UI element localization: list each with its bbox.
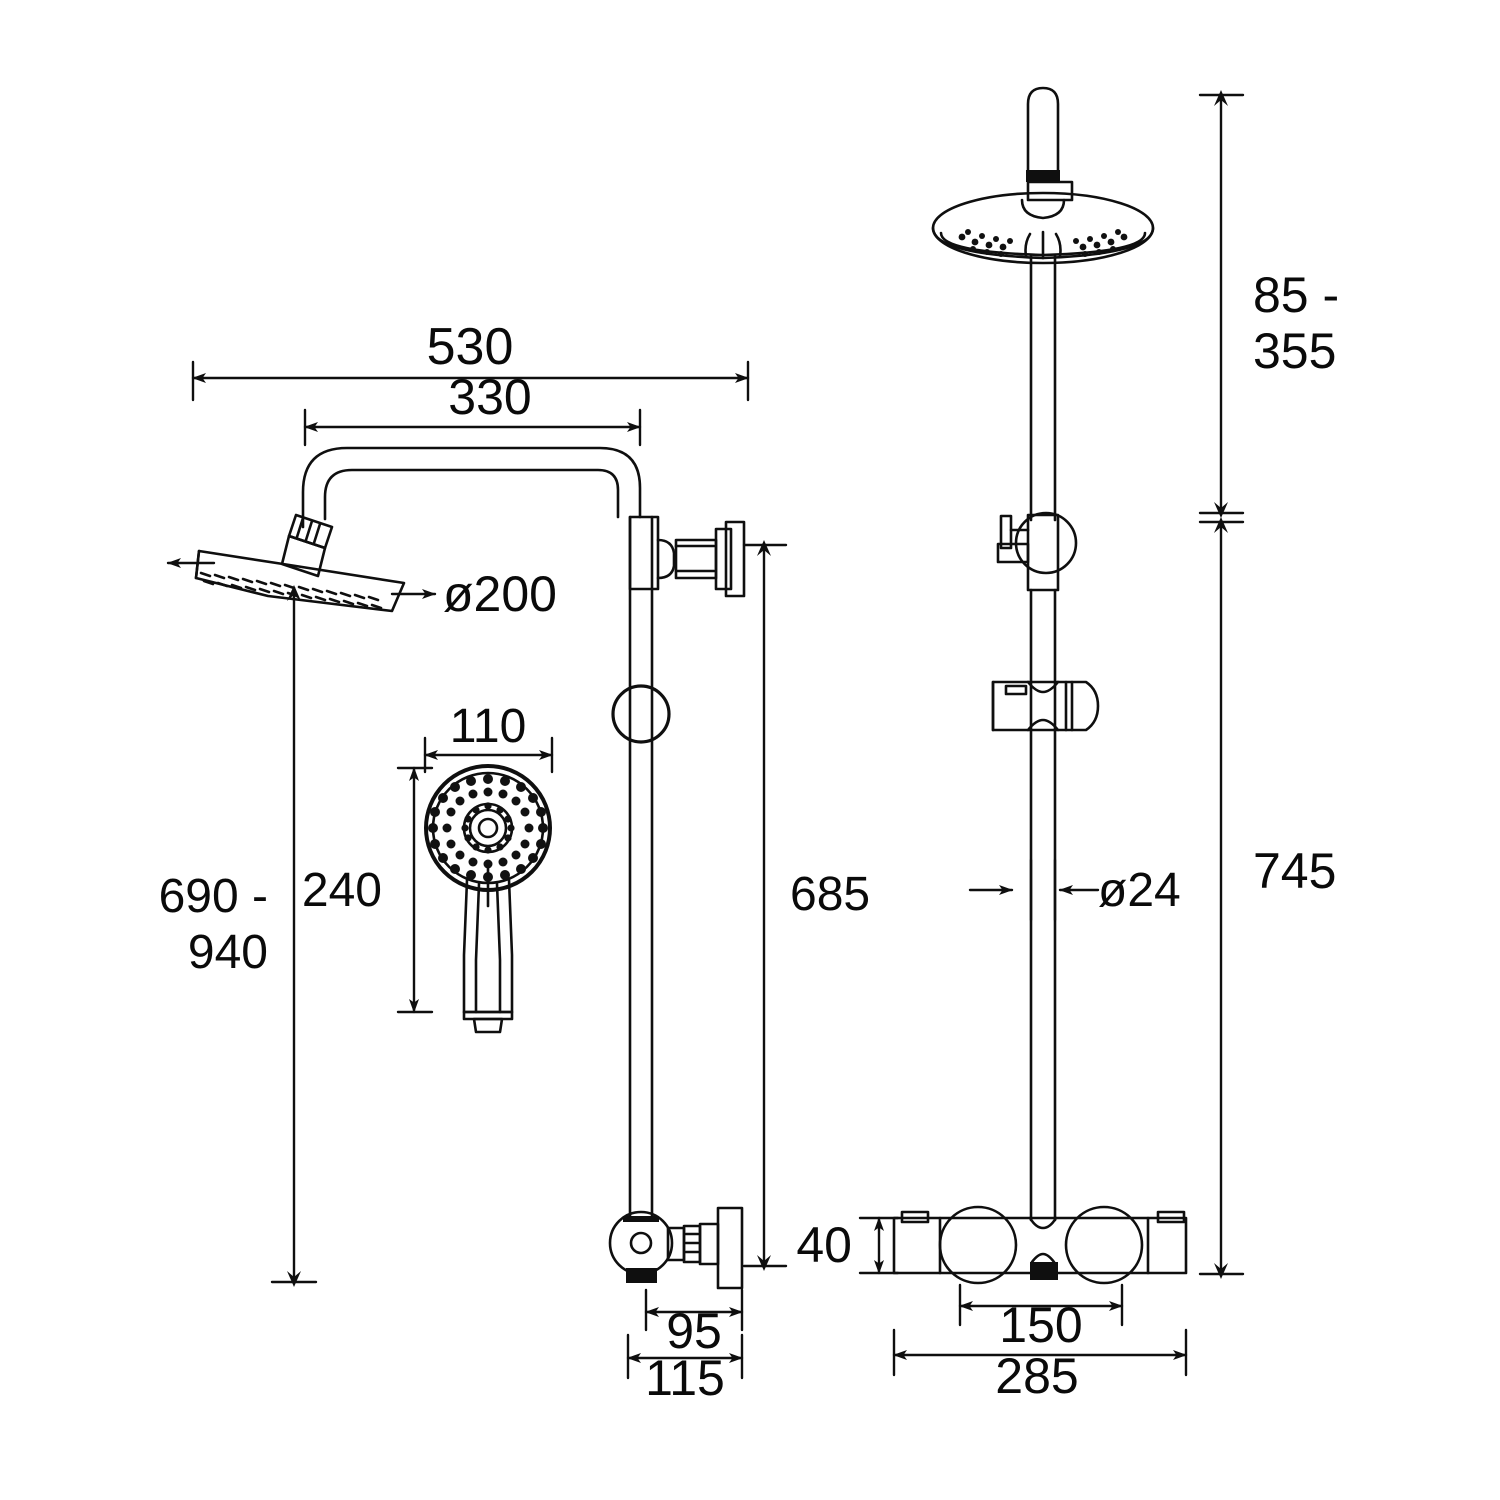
dimension-label-85-355-line2: 355: [1253, 323, 1336, 379]
riser-top-stub: [1026, 86, 1060, 182]
dimension-label-240: 240: [302, 864, 382, 917]
dimension-label-690-940-line1: 690 -: [159, 870, 268, 923]
dimension-285: [892, 1328, 1188, 1377]
hand-shower-detail: [424, 764, 552, 1034]
front-elevation-view: [892, 86, 1188, 1285]
dimension-label-745: 745: [1253, 843, 1336, 899]
dimension-label-690-940-line2: 940: [188, 926, 268, 979]
handshower-holder-ring-side: [611, 684, 671, 744]
dimension-label-85-355-line1: 85 -: [1253, 267, 1339, 323]
hand-shower-handle: [462, 864, 514, 1034]
dimension-95: [644, 1288, 744, 1332]
nozzle-ring-inner: [461, 802, 515, 854]
dimension-text-layer: 530 330 ø200 110 240 690 - 940 685 95 11…: [159, 267, 1340, 1406]
dimension-330: [303, 408, 642, 447]
dimension-85-355: [1198, 90, 1245, 518]
dimension-label-95: 95: [666, 1303, 722, 1359]
dimension-label-diameter-24: ø24: [1098, 864, 1181, 917]
riser-pipe-side: [628, 515, 654, 1219]
dimension-label-110: 110: [450, 700, 527, 753]
handshower-holder-front: [991, 680, 1100, 732]
nozzle-ring-middle: [442, 787, 534, 869]
shower-arm: [301, 446, 642, 529]
dimension-115: [626, 1333, 744, 1380]
overhead-rose-front: [931, 180, 1155, 265]
dimension-label-285: 285: [995, 1348, 1078, 1404]
dimension-110: [423, 736, 554, 774]
dimension-40: [858, 1216, 900, 1275]
thermostatic-bar-valve-front: [892, 1205, 1188, 1285]
dimension-label-330: 330: [448, 369, 531, 425]
dimension-label-150: 150: [999, 1297, 1082, 1353]
dimension-685: [742, 540, 788, 1271]
riser-pipe-front: [1029, 254, 1057, 1222]
nozzle-ring-outer: [428, 774, 548, 882]
dimension-diameter-200: [166, 558, 437, 599]
dimension-240: [396, 766, 434, 1014]
upper-wall-bracket: [628, 515, 746, 598]
dimension-label-530: 530: [427, 318, 514, 376]
rose-nozzles: [958, 229, 1128, 257]
dimension-150: [958, 1283, 1124, 1327]
overhead-rose-side: [194, 549, 406, 613]
dimension-diameter-24: [968, 858, 1100, 922]
dimension-745: [1198, 517, 1245, 1279]
thermostatic-valve-side: [608, 1206, 744, 1290]
dimension-label-115: 115: [645, 1350, 725, 1406]
dimension-530: [191, 360, 750, 402]
dimension-label-685: 685: [790, 868, 870, 921]
side-elevation-view: [194, 446, 746, 1290]
dimension-layer: [166, 90, 1245, 1380]
upper-wall-bracket-front: [996, 511, 1078, 592]
rose-swivel-joint: [280, 513, 334, 578]
dimension-690-940: [270, 585, 318, 1287]
dimension-label-diameter-200: ø200: [443, 566, 557, 622]
dimension-label-40: 40: [796, 1217, 852, 1273]
